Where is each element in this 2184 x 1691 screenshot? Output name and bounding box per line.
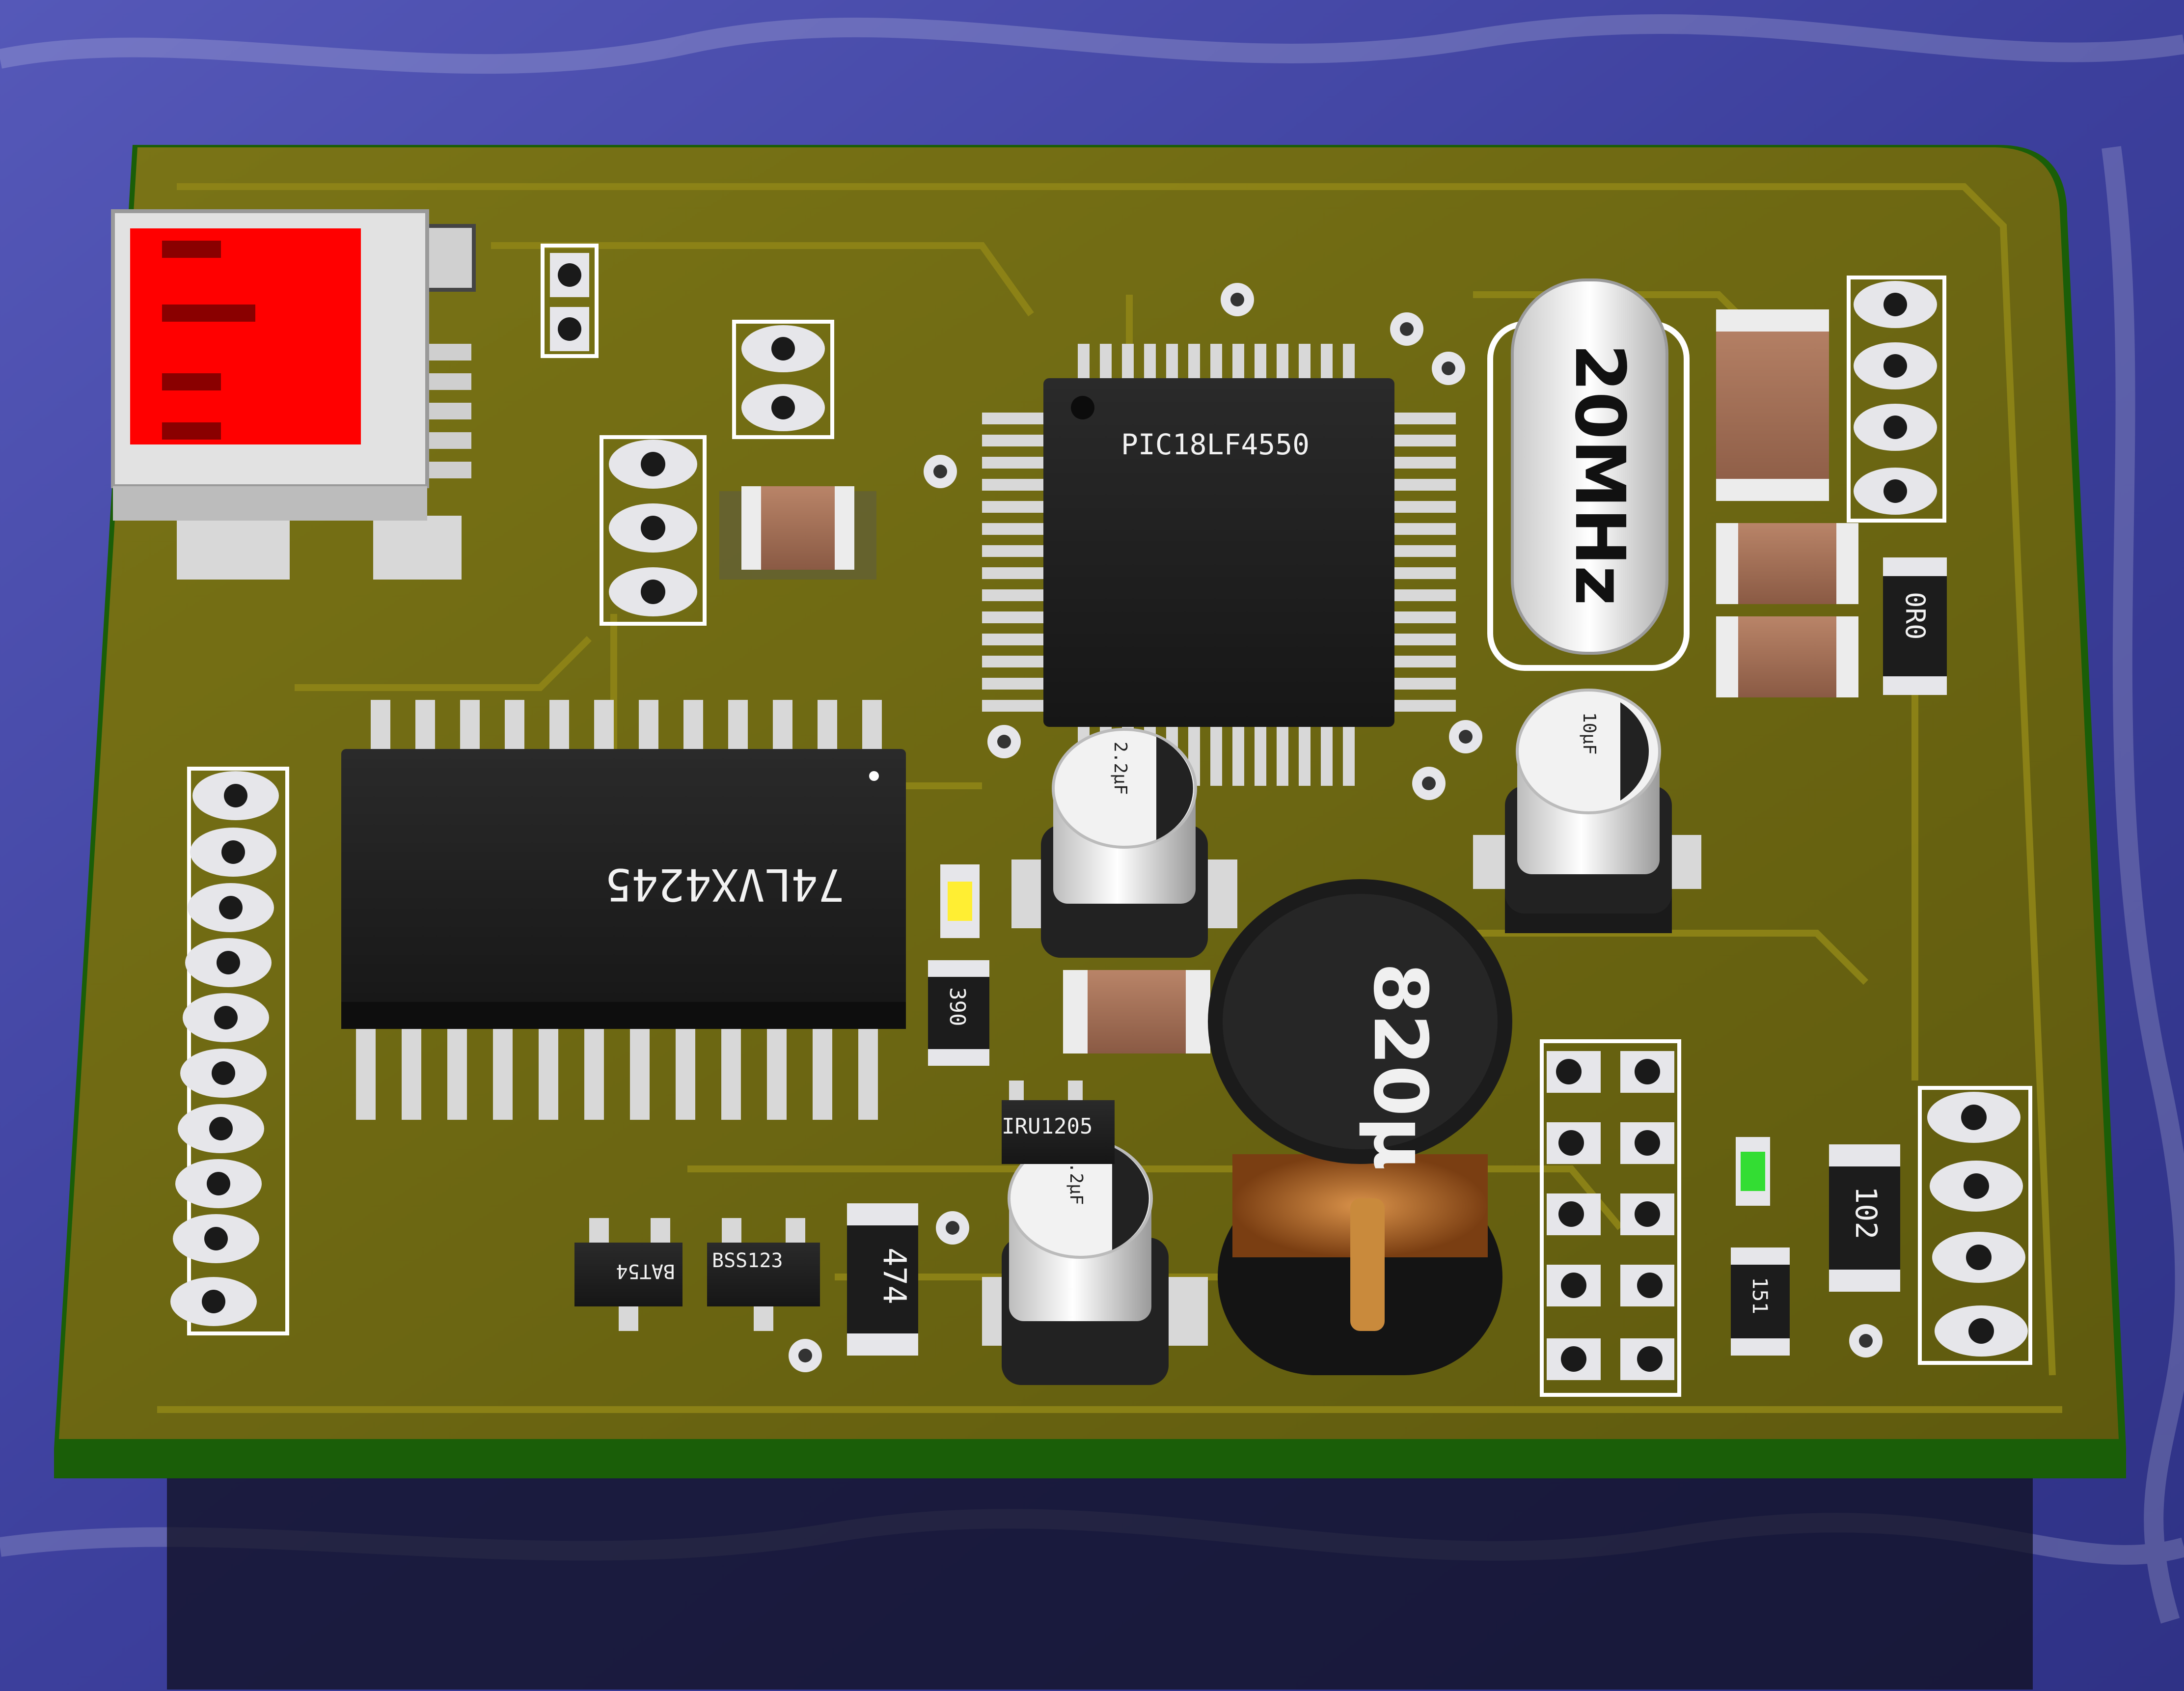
resistor-390-label: 390 [945,987,970,1026]
diode-label: BAT54 [616,1260,675,1282]
cap-a-label: 2.2µF [1110,742,1130,795]
board-reflection [167,1473,2033,1690]
resistor-151: 151 [1731,1247,1790,1356]
vias [789,283,1883,1372]
led-yellow [940,864,980,938]
usb-connector [111,209,476,580]
mcu-pins-left [982,413,1043,712]
header-4pin-top-right [1847,276,1946,523]
mcu-pins-right [1394,413,1456,712]
header-2pin-top [541,244,599,358]
diode-bat54: BAT54 [574,1218,682,1331]
resistor-474: 474 [847,1203,918,1356]
mcu-chip: PIC18LF4550 [982,344,1456,786]
inductor: 820µ [1208,879,1512,1375]
electrolytic-capacitor-a: 2.2µF [1011,728,1237,958]
electrolytic-capacitor-c: 2.2µF [982,1138,1208,1385]
ceramic-capacitor-middle [1063,970,1210,1053]
mcu-label: PIC18LF4550 [1121,428,1310,461]
transceiver-pins-bottom [356,1012,878,1120]
ceramic-capacitor-left [719,486,876,580]
cap-10uf-label: 10µF [1579,712,1599,755]
inductor-label: 820µ [1357,963,1443,1171]
resistor-0r0: 0R0 [1883,557,1947,695]
ceramic-capacitor-right-top [1716,309,1829,501]
resistor-151-label: 151 [1748,1277,1772,1314]
resistor-102: 102 [1829,1144,1900,1292]
resistor-0r0-label: 0R0 [1900,592,1931,640]
resistor-102-label: 102 [1849,1186,1883,1239]
ceramic-capacitor-right-mid [1716,523,1858,604]
transistor-bss123: BSS123 [707,1218,820,1331]
electrolytic-capacitor-10uf: 10µF [1473,689,1701,933]
regulator-label: IRU1205 [1002,1114,1092,1139]
mcu-pins-top [1078,344,1355,378]
ceramic-capacitor-right-low [1716,616,1858,697]
header-3pin [600,435,707,626]
regulator-chip: IRU1205 [1002,1081,1115,1164]
transceiver-chip: 74LVX4245 [341,700,906,1120]
crystal-label: 20MHz [1559,344,1639,606]
header-2x5 [1540,1039,1681,1397]
resistor-474-label: 474 [876,1247,912,1304]
led-green [1736,1137,1770,1206]
header-2pin-left [732,320,834,439]
header-4pin-bottom-right [1918,1086,2032,1365]
resistor-390: 390 [928,960,989,1066]
header-10pin-left [170,767,289,1335]
transistor-label: BSS123 [712,1249,783,1272]
crystal: 20MHz [1487,278,1690,671]
transceiver-label: 74LVX4245 [605,859,845,910]
